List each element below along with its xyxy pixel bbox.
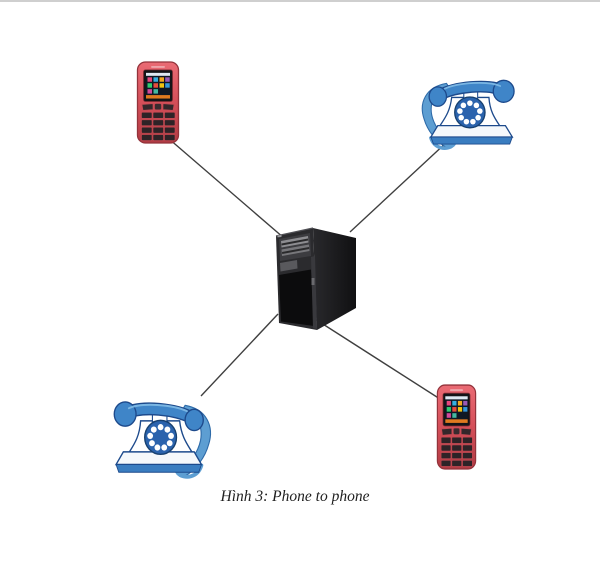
rotary-telephone-icon: [113, 401, 211, 479]
mobile-phone-body: [136, 61, 180, 144]
server-tower-graphic: [275, 227, 356, 330]
page-top-border: [0, 0, 600, 2]
server-tower-icon: [275, 227, 356, 330]
connection-line-bottomright-server: [314, 318, 441, 400]
figure-caption: Hình 3: Phone to phone: [220, 488, 370, 505]
mobile-phone-body: [436, 384, 477, 470]
rotary-telephone-graphic: [113, 401, 211, 479]
rotary-telephone-icon: [421, 79, 515, 150]
connection-line-bottomleft-server: [200, 313, 279, 397]
mobile-phone-icon: [436, 384, 477, 470]
rotary-telephone-graphic: [421, 79, 515, 150]
connection-line-topright-server: [349, 140, 449, 233]
connection-line-topleft-server: [160, 131, 285, 239]
mobile-phone-icon: [136, 61, 180, 144]
